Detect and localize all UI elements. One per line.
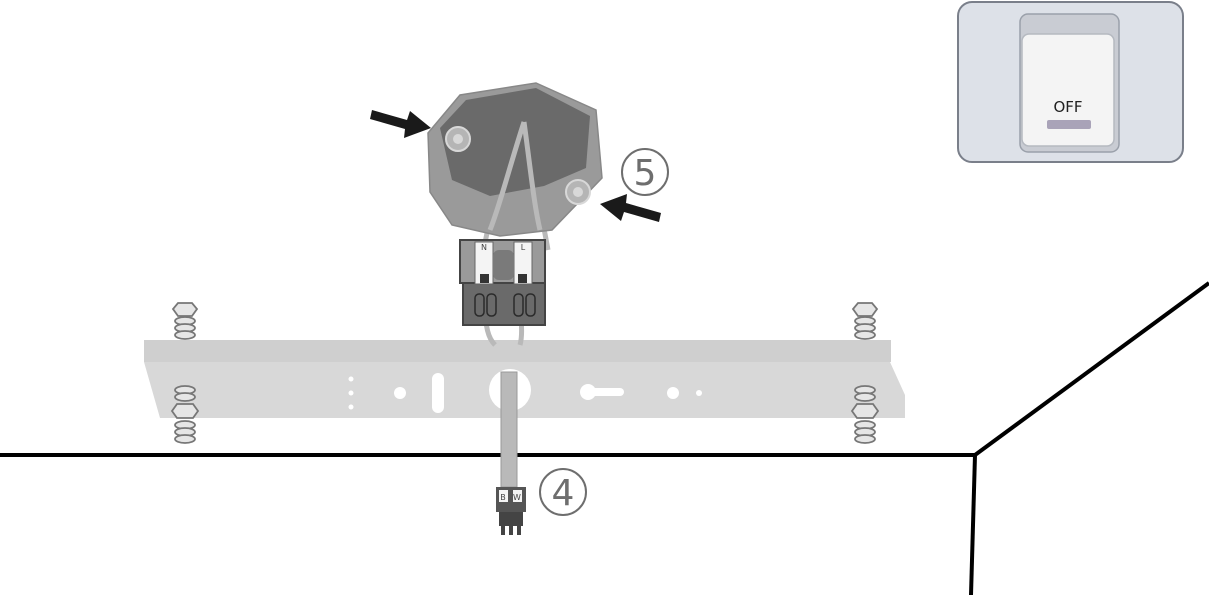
wall-switch-panel: OFF [957, 1, 1184, 163]
step-5-marker: 5 [621, 148, 669, 196]
step-5-number: 5 [634, 153, 657, 194]
arrow-icon [370, 110, 431, 138]
terminal-label-neutral: N [481, 243, 487, 252]
screw-right-top [851, 302, 879, 340]
screw-left-top [171, 302, 199, 340]
switch-indicator [1047, 120, 1091, 129]
terminal-block: N L [459, 239, 546, 326]
junction-box-screw-right [565, 179, 591, 205]
screw-right-bottom [850, 385, 880, 444]
mounting-screws [170, 302, 880, 444]
step-4-marker: 4 [539, 468, 587, 516]
connector-label-black: B [500, 493, 506, 502]
wire-connector: B W [496, 487, 526, 535]
arrow-icon [600, 194, 661, 222]
step-4-number: 4 [552, 473, 575, 514]
screw-left-bottom [170, 385, 200, 444]
switch-off-label: OFF [1053, 98, 1082, 116]
ceiling-outline [0, 281, 1209, 595]
connector-label-white: W [513, 493, 521, 502]
fixture-cable [500, 371, 518, 488]
junction-box-screw-left [445, 126, 471, 152]
mounting-bracket [144, 340, 905, 418]
terminal-label-live: L [521, 243, 526, 252]
junction-box [427, 82, 603, 237]
